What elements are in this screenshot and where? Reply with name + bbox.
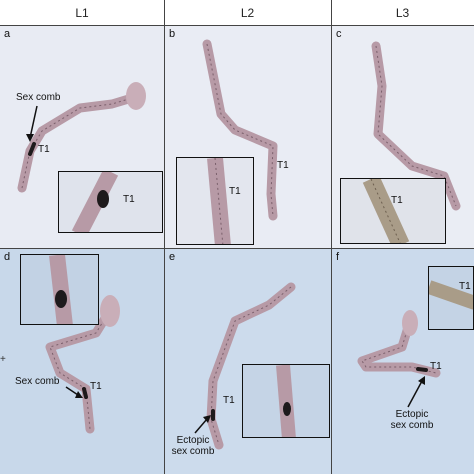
inset-f: T1 bbox=[428, 266, 474, 330]
t1-label: T1 bbox=[223, 395, 235, 406]
leg-image-f bbox=[357, 310, 441, 378]
inset-t1-label: T1 bbox=[459, 281, 471, 292]
inset-e bbox=[242, 364, 330, 438]
inset-image-e bbox=[276, 365, 296, 437]
panel-letter-d: d bbox=[4, 251, 11, 263]
inset-d bbox=[20, 254, 99, 325]
panel-letter-f: f bbox=[336, 251, 340, 263]
panel-letter-b: b bbox=[169, 28, 176, 40]
panel-letter-a: a bbox=[4, 28, 11, 40]
panel-b: b T1 T1 bbox=[165, 26, 331, 248]
panel-a: a Sex comb T1 T1 bbox=[0, 26, 164, 248]
t1-label: T1 bbox=[38, 144, 50, 155]
inset-t1-label: T1 bbox=[391, 195, 403, 206]
panel-e: e T1 Ectopic sex comb bbox=[165, 249, 331, 474]
inset-t1-label: T1 bbox=[229, 186, 241, 197]
inset-c: T1 bbox=[340, 178, 446, 244]
inset-image-b bbox=[207, 158, 231, 244]
leg-image-c bbox=[371, 41, 461, 211]
panel-f: f T1 T1 Ectopic sex comb bbox=[332, 249, 474, 474]
ectopic-label: Ectopic bbox=[176, 435, 210, 446]
divider bbox=[164, 0, 165, 474]
inset-image-d bbox=[49, 255, 73, 324]
divider bbox=[331, 0, 332, 474]
panel-c: c T1 bbox=[332, 26, 474, 248]
ectopic-label: Ectopic bbox=[395, 409, 429, 420]
side-mark: + bbox=[0, 354, 6, 365]
ectopic-sex-comb-label: sex comb bbox=[390, 420, 434, 431]
sex-comb-label: Sex comb bbox=[16, 92, 61, 103]
column-header-l2: L2 bbox=[164, 0, 331, 26]
t1-label: T1 bbox=[90, 381, 102, 392]
panel-letter-c: c bbox=[336, 28, 342, 40]
leg-image-a bbox=[17, 82, 146, 193]
inset-image-c bbox=[362, 179, 410, 243]
panel-d: d Sex comb T1 bbox=[0, 249, 164, 474]
leg-image-b bbox=[202, 39, 278, 221]
inset-a: T1 bbox=[58, 171, 163, 233]
divider bbox=[0, 248, 474, 249]
inset-t1-label: T1 bbox=[123, 194, 135, 205]
column-header-l1: L1 bbox=[0, 0, 164, 26]
sex-comb-label: Sex comb bbox=[15, 376, 60, 387]
panel-letter-e: e bbox=[169, 251, 176, 263]
ectopic-sex-comb-label: sex comb bbox=[171, 446, 215, 457]
leg-image-e bbox=[206, 282, 296, 450]
t1-label: T1 bbox=[277, 160, 289, 171]
t1-label: T1 bbox=[430, 361, 442, 372]
inset-b: T1 bbox=[176, 157, 254, 245]
leg-image-d bbox=[45, 295, 120, 434]
inset-image-a bbox=[71, 172, 119, 232]
column-header-l3: L3 bbox=[331, 0, 474, 26]
inset-image-f bbox=[429, 280, 473, 310]
